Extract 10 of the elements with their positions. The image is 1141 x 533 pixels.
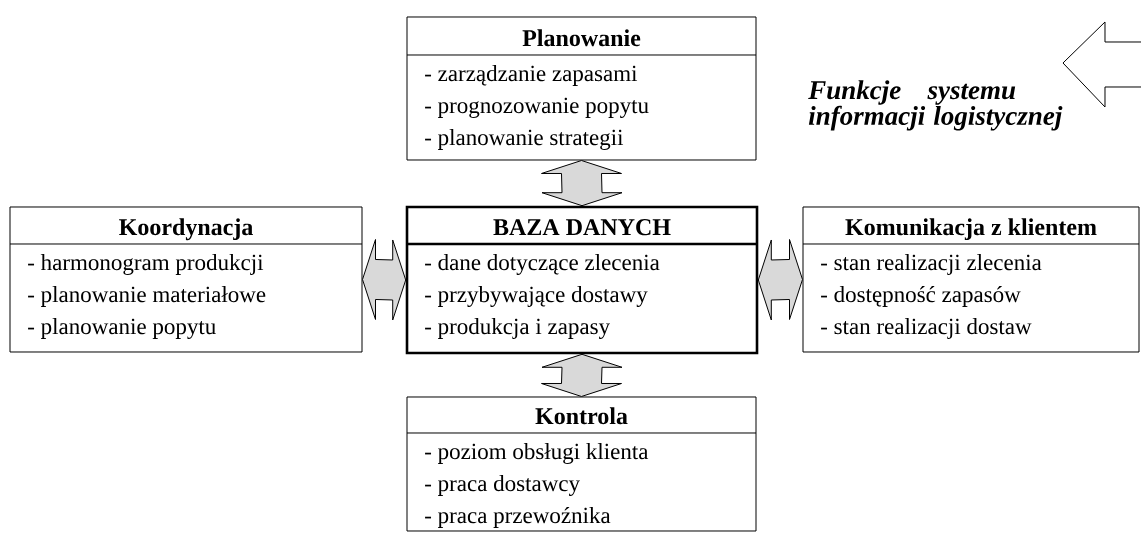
double-arrow	[362, 239, 407, 321]
titled-box: Koordynacja - harmonogram produkcji - planowanie materiałowe - planowanie popytu	[9, 206, 363, 353]
heading: Funkcje systemu informacji logistycznej	[808, 80, 1063, 131]
titled-box: Kontrola - poziom obsługi klienta - praca dostawcy - praca przewoźnika	[406, 396, 757, 532]
double-arrow	[541, 353, 623, 397]
double-arrow	[757, 239, 803, 321]
double-arrow	[541, 160, 623, 207]
titled-box: BAZA DANYCH - dane dotyczące zlecenia - przybywające dostawy - produkcja i zapasy	[405, 205, 759, 355]
titled-box: Komunikacja z klientem - stan realizacji zlecenia - dostępność zapasów - stan realizacji dostaw	[802, 206, 1140, 353]
titled-box: Planowanie - zarządzanie zapasami - prognozowanie popytu - planowanie strategii	[406, 16, 757, 161]
